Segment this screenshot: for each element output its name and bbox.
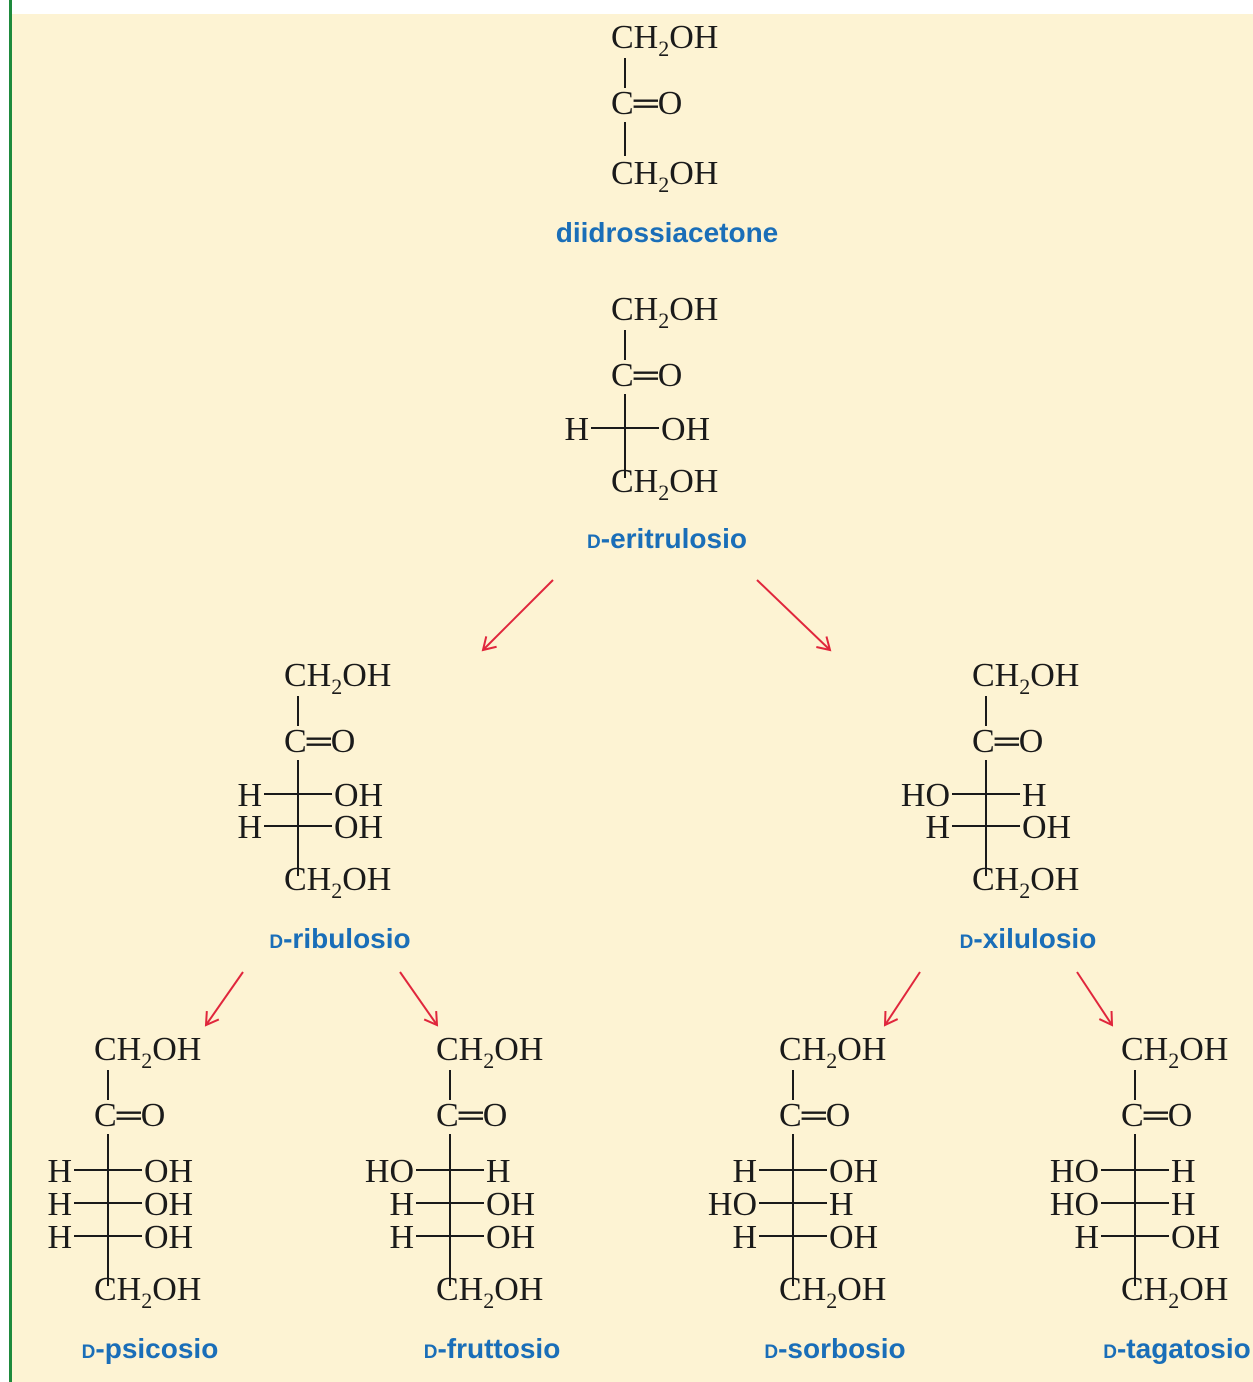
right-substituent: OH bbox=[144, 1186, 193, 1223]
arrow-head bbox=[423, 1010, 439, 1027]
ch2oh-bottom: CH2OH bbox=[284, 861, 391, 903]
left-substituent: H bbox=[389, 1219, 414, 1256]
right-substituent: OH bbox=[486, 1219, 535, 1256]
left-substituent: H bbox=[47, 1219, 72, 1256]
left-substituent: H bbox=[237, 809, 262, 846]
left-substituent: HO bbox=[901, 777, 950, 814]
ch2oh-top: CH2OH bbox=[611, 19, 718, 61]
right-substituent: H bbox=[829, 1186, 854, 1223]
arrow-head bbox=[481, 636, 497, 652]
right-substituent: H bbox=[1171, 1186, 1196, 1223]
ch2oh-top: CH2OH bbox=[1121, 1031, 1228, 1073]
right-substituent: OH bbox=[486, 1186, 535, 1223]
ch2oh-bottom: CH2OH bbox=[611, 463, 718, 505]
right-substituent: OH bbox=[334, 777, 383, 814]
molecule-name: D-psicosio bbox=[82, 1333, 219, 1364]
molecule-name: D-xilulosio bbox=[960, 923, 1097, 954]
carbonyl-group: C═O bbox=[779, 1097, 850, 1134]
left-substituent: H bbox=[1074, 1219, 1099, 1256]
arrow-shaft bbox=[1076, 971, 1113, 1026]
reaction-arrow bbox=[481, 579, 554, 652]
arrow-shaft bbox=[205, 971, 244, 1026]
diagram-panel bbox=[10, 14, 1253, 1382]
arrow-shaft bbox=[756, 579, 831, 651]
left-substituent: H bbox=[237, 777, 262, 814]
ch2oh-bottom: CH2OH bbox=[436, 1271, 543, 1313]
left-substituent: H bbox=[47, 1186, 72, 1223]
carbonyl-group: C═O bbox=[611, 357, 682, 394]
right-substituent: H bbox=[1171, 1153, 1196, 1190]
reaction-arrow bbox=[756, 579, 832, 652]
reaction-arrow bbox=[399, 971, 439, 1027]
reaction-arrow bbox=[204, 971, 244, 1027]
left-substituent: H bbox=[732, 1153, 757, 1190]
arrow-shaft bbox=[482, 579, 554, 651]
molecule-ribulosio: CH2OH C═O H OH H OH CH2OH D-ribulosio bbox=[237, 657, 410, 954]
right-substituent: OH bbox=[829, 1153, 878, 1190]
molecule-name: D-fruttosio bbox=[424, 1333, 561, 1364]
left-substituent: H bbox=[732, 1219, 757, 1256]
molecule-diidrossiacetone: CH2OH C═O CH2OH diidrossiacetone bbox=[556, 19, 779, 248]
right-substituent: OH bbox=[829, 1219, 878, 1256]
right-substituent: OH bbox=[334, 809, 383, 846]
carbonyl-group: C═O bbox=[611, 85, 682, 122]
ch2oh-top: CH2OH bbox=[779, 1031, 886, 1073]
ch2oh-top: CH2OH bbox=[284, 657, 391, 699]
right-substituent: OH bbox=[1171, 1219, 1220, 1256]
ch2oh-top: CH2OH bbox=[972, 657, 1079, 699]
arrow-head bbox=[1098, 1010, 1114, 1027]
left-substituent: HO bbox=[365, 1153, 414, 1190]
reaction-arrow bbox=[883, 971, 921, 1027]
left-substituent: HO bbox=[1050, 1186, 1099, 1223]
carbonyl-group: C═O bbox=[94, 1097, 165, 1134]
arrow-shaft bbox=[884, 971, 921, 1026]
molecule-name: D-tagatosio bbox=[1103, 1333, 1251, 1364]
carbonyl-group: C═O bbox=[972, 723, 1043, 760]
arrow-head bbox=[883, 1010, 899, 1027]
left-substituent: HO bbox=[1050, 1153, 1099, 1190]
left-substituent: HO bbox=[708, 1186, 757, 1223]
carbonyl-group: C═O bbox=[1121, 1097, 1192, 1134]
molecule-name: D-eritrulosio bbox=[587, 523, 747, 554]
molecule-name: D-ribulosio bbox=[269, 923, 410, 954]
ch2oh-bottom: CH2OH bbox=[972, 861, 1079, 903]
ch2oh-top: CH2OH bbox=[436, 1031, 543, 1073]
right-substituent: OH bbox=[144, 1219, 193, 1256]
arrow-head bbox=[816, 636, 832, 652]
ch2oh-top: CH2OH bbox=[94, 1031, 201, 1073]
right-substituent: H bbox=[486, 1153, 511, 1190]
left-substituent: H bbox=[47, 1153, 72, 1190]
arrow-shaft bbox=[399, 971, 438, 1026]
ch2oh-top: CH2OH bbox=[611, 291, 718, 333]
right-substituent: OH bbox=[661, 411, 710, 448]
left-substituent: H bbox=[389, 1186, 414, 1223]
left-substituent: H bbox=[925, 809, 950, 846]
molecule-name: D-sorbosio bbox=[764, 1333, 905, 1364]
left-substituent: H bbox=[564, 411, 589, 448]
right-substituent: H bbox=[1022, 777, 1047, 814]
ch2oh-bottom: CH2OH bbox=[1121, 1271, 1228, 1313]
ch2oh-bottom: CH2OH bbox=[779, 1271, 886, 1313]
ch2oh-bottom: CH2OH bbox=[94, 1271, 201, 1313]
ch2oh-bottom: CH2OH bbox=[611, 155, 718, 197]
arrow-head bbox=[204, 1010, 220, 1027]
left-border bbox=[9, 0, 12, 1382]
molecule-psicosio: CH2OH C═O H OH H OH H OH CH2OH D-psicosio bbox=[47, 1031, 218, 1364]
molecule-eritrulosio: CH2OH C═O H OH CH2OH D-eritrulosio bbox=[564, 291, 747, 554]
carbonyl-group: C═O bbox=[284, 723, 355, 760]
molecule-name: diidrossiacetone bbox=[556, 217, 779, 248]
reaction-arrow bbox=[1076, 971, 1114, 1027]
carbonyl-group: C═O bbox=[436, 1097, 507, 1134]
right-substituent: OH bbox=[1022, 809, 1071, 846]
right-substituent: OH bbox=[144, 1153, 193, 1190]
